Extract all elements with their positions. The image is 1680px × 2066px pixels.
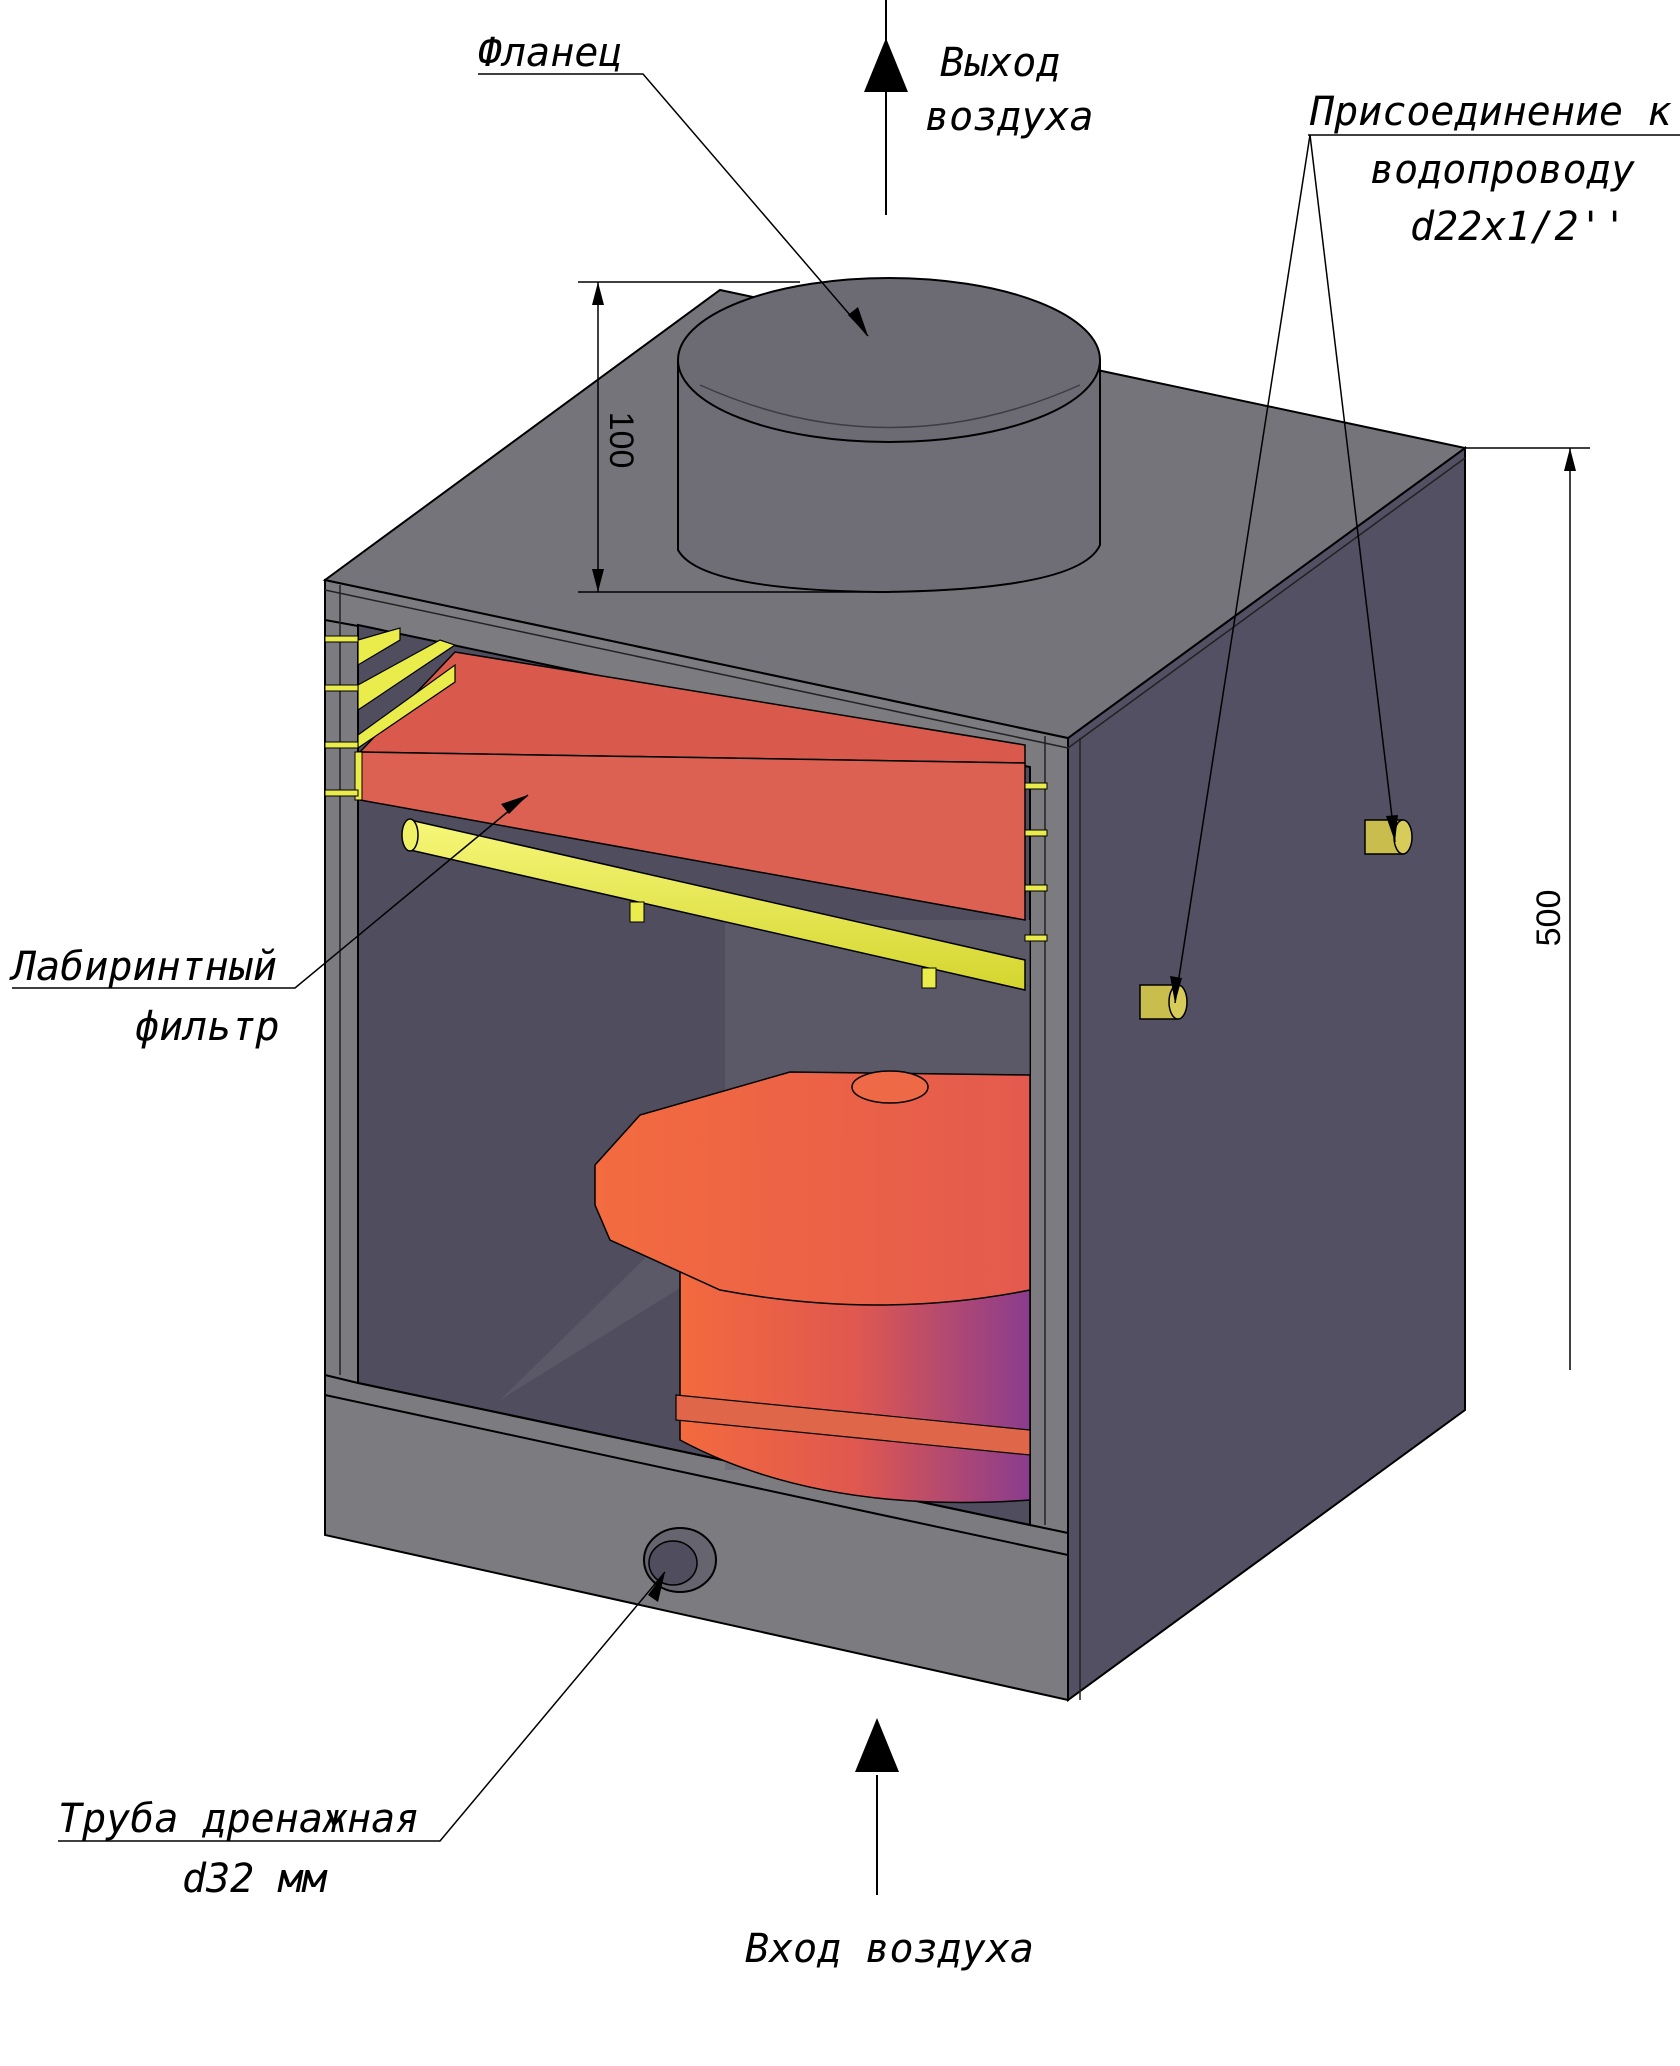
flange-label: Фланец	[478, 30, 623, 76]
filter-slat-2	[357, 639, 457, 712]
cone-cap	[594, 1071, 1031, 1306]
leader-lines	[12, 73, 1680, 1842]
water-connection-label-2: водопроводу	[1370, 147, 1635, 193]
spray-pipe	[401, 818, 1026, 991]
water-connection-label-3: d22x1/2''	[1410, 204, 1627, 250]
labyrinth-filter	[324, 627, 1048, 942]
filter-label-2: фильтр	[135, 1004, 280, 1050]
dimension-body-height: 500	[1465, 447, 1590, 1370]
air-inlet-label: Вход воздуха	[745, 1926, 1034, 1972]
cone-top-hole	[851, 1070, 929, 1104]
pipe-end	[401, 818, 419, 852]
filter-slat-1	[357, 627, 401, 667]
nozzle-1	[629, 901, 645, 923]
flange-rim	[677, 277, 1101, 443]
water-connection-label-1: Присоединение к	[1309, 89, 1672, 135]
air-outlet-arrow	[864, 0, 908, 215]
water-connection-lower	[1139, 984, 1188, 1020]
body-height-value: 500	[1530, 890, 1568, 947]
flange-height-value: 100	[602, 412, 640, 469]
drain-pipe	[643, 1527, 717, 1593]
filter-label-1: Лабиринтный	[9, 944, 277, 990]
tank-base-rim	[675, 1394, 1031, 1456]
drain-label-2: d32 мм	[182, 1856, 328, 1902]
air-inlet-arrow	[855, 1718, 899, 1895]
flange-collar	[677, 277, 1101, 594]
dimension-flange-height: 100	[578, 281, 890, 593]
air-outlet-label-2: воздуха	[925, 94, 1094, 140]
separator-tank	[594, 1070, 1031, 1504]
air-outlet-label-1: Выход	[940, 40, 1060, 86]
drain-label-1: Труба дренажная	[58, 1796, 419, 1842]
water-connection-upper	[1364, 819, 1413, 855]
nozzle-2	[921, 967, 937, 989]
filter-slat-4	[354, 751, 363, 801]
